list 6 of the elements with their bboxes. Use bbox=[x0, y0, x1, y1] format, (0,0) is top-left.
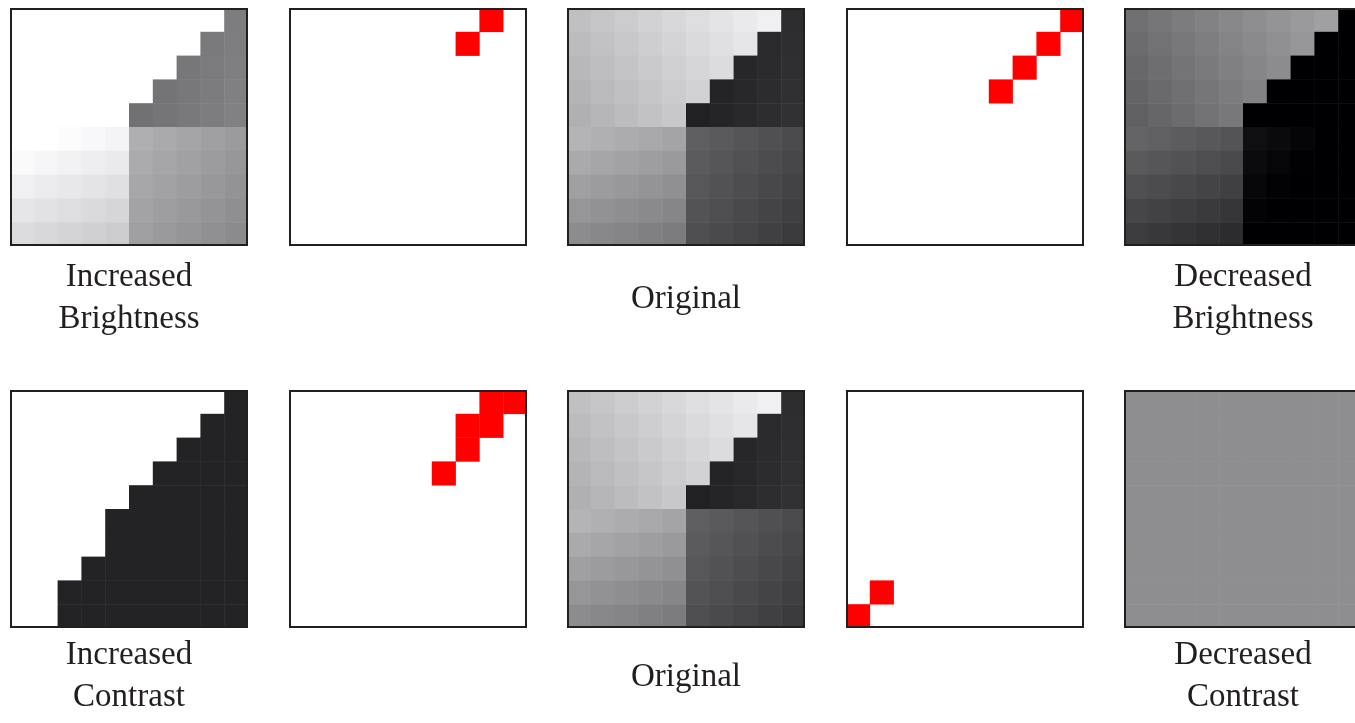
caption: Original bbox=[630, 656, 742, 695]
caption: Decreased Brightness bbox=[1171, 256, 1315, 337]
caption: Original bbox=[630, 278, 742, 317]
caption: Increased Brightness bbox=[57, 256, 201, 337]
caption: Increased Contrast bbox=[64, 634, 194, 715]
caption: Decreased Contrast bbox=[1173, 634, 1313, 715]
